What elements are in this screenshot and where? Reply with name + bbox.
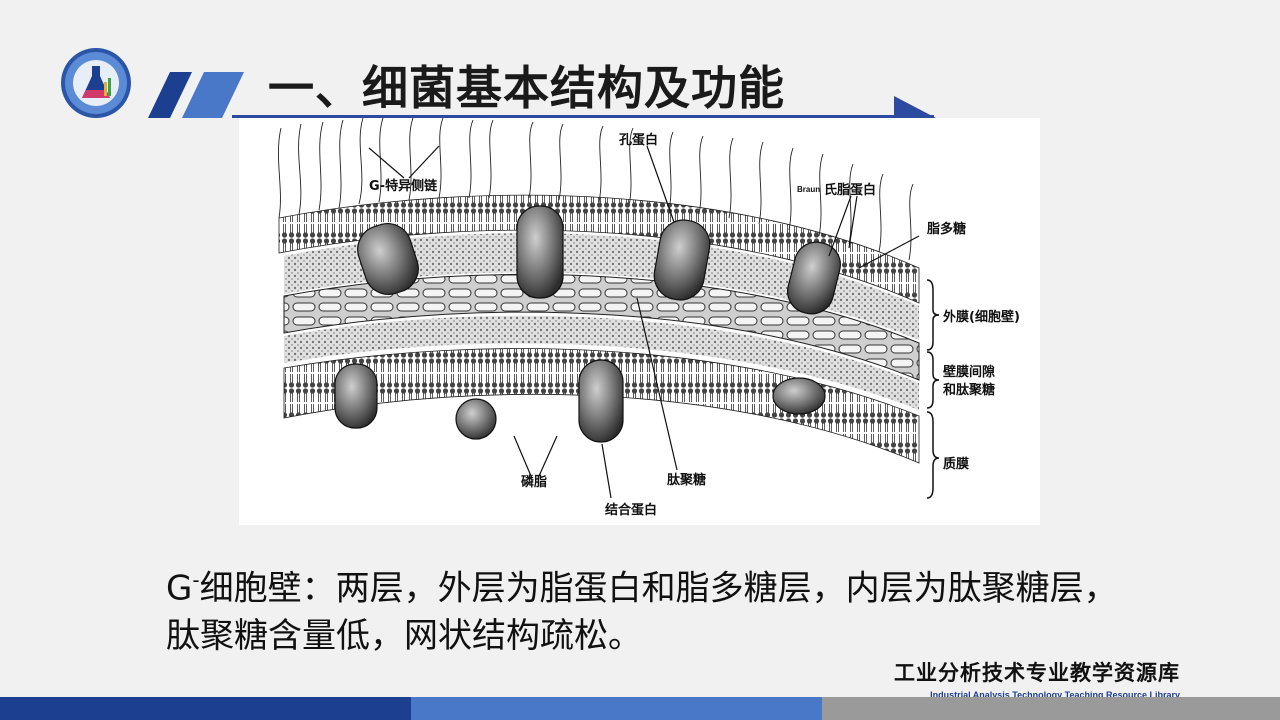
cell-wall-diagram: G-特异侧链 孔蛋白 Braun 氏脂蛋白 脂多糖 外膜(细胞壁) 壁膜间隙 和…	[239, 117, 1040, 525]
caption-text: G-细胞壁：两层，外层为脂蛋白和脂多糖层，内层为肽聚糖层，肽聚糖含量低，网状结构…	[166, 556, 1126, 660]
label-g-side-chain: G-特异侧链	[369, 178, 438, 194]
bar-segment-gray	[822, 697, 1280, 720]
title-stripes	[148, 72, 244, 118]
layer-brackets	[926, 279, 940, 499]
outer-membrane	[278, 194, 920, 304]
bar-segment-mid	[411, 697, 822, 720]
brand-english: Industrial Analysis Technology Teaching …	[930, 690, 1180, 700]
label-periplasm-1: 壁膜间隙	[943, 364, 995, 380]
label-periplasm-2: 和肽聚糖	[943, 382, 995, 398]
periplasm-lower	[284, 315, 919, 410]
o-side-chains	[277, 117, 914, 261]
label-lps: 脂多糖	[926, 221, 966, 237]
label-braun: Braun	[797, 185, 820, 194]
label-plasma-membrane: 质膜	[943, 456, 969, 472]
porin-proteins	[357, 205, 841, 315]
plasma-membrane	[283, 348, 920, 464]
caption-body: 细胞壁：两层，外层为脂蛋白和脂多糖层，内层为肽聚糖层，肽聚糖含量低，网状结构疏松…	[166, 568, 1118, 657]
label-porin: 孔蛋白	[619, 132, 658, 148]
footer-brand: 工业分析技术专业教学资源库 Industrial Analysis Techno…	[894, 657, 1180, 700]
membrane-proteins	[334, 359, 826, 443]
bottom-color-bar	[0, 697, 1280, 720]
periplasm-upper	[284, 233, 919, 340]
page-title: 一、细菌基本结构及功能	[268, 61, 785, 115]
label-phospholipid: 磷脂	[521, 474, 547, 490]
cell-wall-svg: G-特异侧链 孔蛋白 Braun 氏脂蛋白 脂多糖 外膜(细胞壁) 壁膜间隙 和…	[277, 117, 1020, 518]
brand-chinese: 工业分析技术专业教学资源库	[894, 661, 1180, 685]
peptidoglycan-layer	[283, 273, 920, 381]
caption-prefix: G	[166, 568, 193, 609]
label-binding-protein: 结合蛋白	[605, 502, 657, 518]
caption-superscript: -	[192, 568, 200, 592]
school-logo	[61, 48, 131, 118]
bar-segment-dark	[0, 697, 411, 720]
label-braun-lipoprotein: 氏脂蛋白	[824, 182, 876, 198]
label-peptidoglycan: 肽聚糖	[667, 472, 706, 488]
title-arrow-accent	[894, 96, 936, 118]
title-underline	[232, 115, 934, 118]
leader-lines	[368, 145, 920, 499]
label-outer-membrane: 外膜(细胞壁)	[942, 309, 1020, 325]
